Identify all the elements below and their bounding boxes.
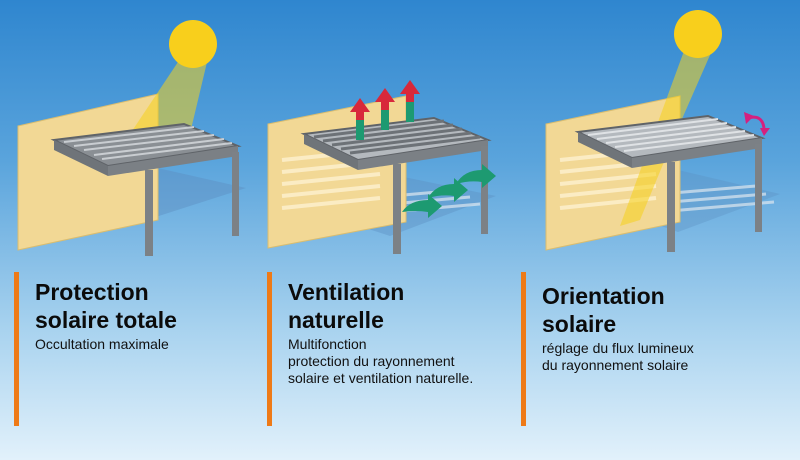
pergola-closed-illustration <box>17 20 246 256</box>
pergola-icon <box>300 116 492 254</box>
wall-light-stripes <box>281 148 381 210</box>
feature-description: réglage du flux lumineux du rayonnement … <box>542 340 694 374</box>
pergola-ventilation-illustration <box>267 80 496 254</box>
accent-bar <box>521 272 526 426</box>
feature-description: Multifonction protection du rayonnement … <box>288 336 473 387</box>
sun-icon <box>674 10 722 58</box>
desc-line: Occultation maximale <box>35 336 169 352</box>
airflow-arrow-icon <box>350 80 420 140</box>
wall <box>17 93 159 251</box>
desc-line: du rayonnement solaire <box>542 357 689 373</box>
title-line: Protection <box>35 279 149 305</box>
desc-line: protection du rayonnement <box>288 353 455 369</box>
feature-title: Ventilation naturelle <box>288 278 404 334</box>
pergola-icon <box>574 114 766 252</box>
airflow-arrow-icon <box>402 164 496 218</box>
feature-title: Protection solaire totale <box>35 278 177 334</box>
accent-bar <box>14 272 19 426</box>
pergola-icon <box>50 122 242 256</box>
rotate-arrow-icon <box>744 112 770 136</box>
title-line: naturelle <box>288 307 384 333</box>
feature-description: Occultation maximale <box>35 336 169 353</box>
title-line: solaire totale <box>35 307 177 333</box>
title-line: solaire <box>542 311 617 337</box>
accent-bar <box>267 272 272 426</box>
desc-line: réglage du flux lumineux <box>542 340 694 356</box>
desc-line: solaire et ventilation naturelle. <box>288 370 474 386</box>
title-line: Orientation <box>542 283 665 309</box>
feature-title: Orientation solaire <box>542 282 665 338</box>
desc-line: Multifonction <box>288 336 367 352</box>
sun-beam <box>126 44 208 142</box>
pergola-orientation-illustration <box>545 10 780 252</box>
title-line: Ventilation <box>288 279 405 305</box>
sun-icon <box>169 20 217 68</box>
